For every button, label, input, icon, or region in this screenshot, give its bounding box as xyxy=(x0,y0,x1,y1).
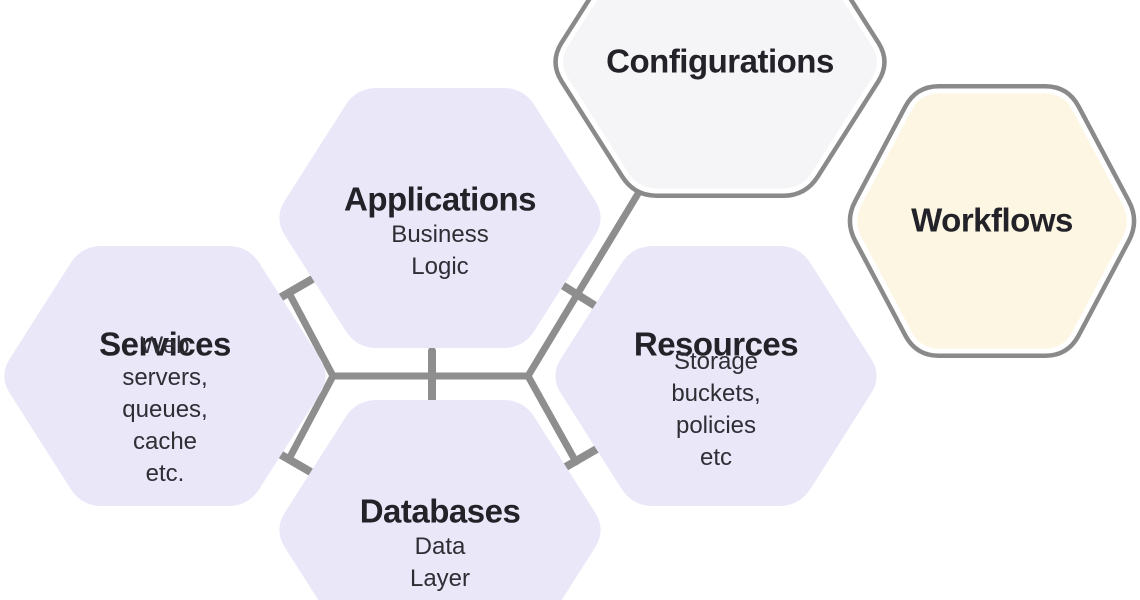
node-title-applications: Applications xyxy=(343,180,537,218)
hexagon-services xyxy=(4,246,326,506)
hexagon-databases xyxy=(279,400,601,600)
connector-resources-databases xyxy=(524,372,580,466)
connector-services-applications xyxy=(285,289,337,380)
node-subtitle-resources: Storage buckets, policies etc xyxy=(671,348,761,471)
node-subtitle-services: Web servers, queues, cache etc. xyxy=(122,332,208,487)
node-title-resources: Resources xyxy=(633,325,799,363)
hexagon-workflows xyxy=(852,88,1132,354)
hexagon-resources xyxy=(555,246,877,506)
hexagon-configurations xyxy=(557,0,883,194)
node-subtitle-databases: Data Layer xyxy=(409,533,471,592)
connector-resources-configurations xyxy=(524,188,643,380)
connector-services-databases xyxy=(285,372,337,463)
connector-tick-applications-resources xyxy=(552,277,604,313)
node-title-configurations: Configurations xyxy=(606,42,834,80)
node-title-databases: Databases xyxy=(359,492,521,530)
hexagon-applications xyxy=(279,88,601,348)
node-subtitle-applications: Business Logic xyxy=(391,221,489,280)
node-title-workflows: Workflows xyxy=(911,201,1073,239)
node-title-services: Services xyxy=(99,325,231,363)
